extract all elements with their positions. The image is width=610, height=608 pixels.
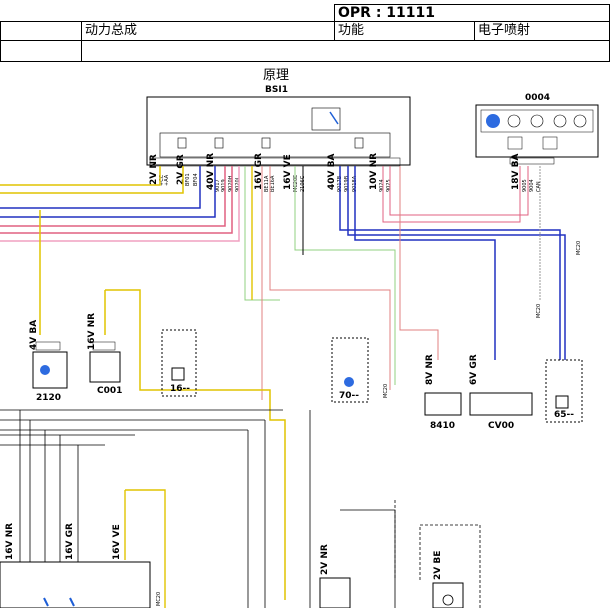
wire-code-17: 9025 <box>386 179 392 192</box>
conn-bsi-3: 40V NR <box>206 153 216 190</box>
svg-text:MC20: MC20 <box>536 304 542 318</box>
svg-text:4V BA: 4V BA <box>29 320 39 350</box>
svg-text:6V GR: 6V GR <box>469 354 479 385</box>
conn-bsi-5: 16V VE <box>283 154 293 190</box>
wire-code-8: 9020L <box>235 176 241 192</box>
component-70: 70-- <box>331 337 369 403</box>
wire-code-16: 9024 <box>379 179 385 192</box>
wire-code-4: BF04 <box>193 173 199 186</box>
svg-text:C001: C001 <box>97 386 122 396</box>
wire-code-11: MC20E <box>293 175 299 192</box>
page-title: 原理 <box>263 68 290 83</box>
wire-code-9: BE11A <box>264 175 270 192</box>
conn-bsi-2: 2V GR <box>176 154 186 185</box>
wire-code-20: CAN <box>536 181 542 192</box>
conn-bsi-4: 16V GR <box>254 153 264 190</box>
conn-bsi-1: 2V NR <box>149 154 159 185</box>
svg-text:8V NR: 8V NR <box>425 354 435 385</box>
component-8410: 8V NR 8410 <box>424 354 462 431</box>
wire-code-6: 9019 <box>221 179 227 192</box>
wire-code-2: +AA <box>164 174 170 186</box>
svg-text:2V BE: 2V BE <box>433 551 443 580</box>
component-c001: 16V NR C001 <box>87 313 122 396</box>
wire-code-14: 9019B <box>344 175 350 192</box>
component-16: 16-- <box>161 329 197 397</box>
svg-text:16V NR: 16V NR <box>87 313 97 350</box>
component-cv00: 6V GR CV00 <box>469 354 533 431</box>
bsi1-module: BSI1 <box>146 85 411 166</box>
c0004-label: 0004 <box>525 93 550 103</box>
svg-text:2V NR: 2V NR <box>320 544 330 575</box>
svg-text:65--: 65-- <box>554 410 574 420</box>
conn-bsi-7: 10V NR <box>369 153 379 190</box>
conn-bsi-6: 40V BA <box>327 154 337 190</box>
wire-code-18: 9005 <box>522 179 528 192</box>
wire-bundle-left <box>0 166 240 242</box>
wire-code-19: 9004 <box>529 179 535 192</box>
svg-text:MC20: MC20 <box>383 384 389 398</box>
component-2120: 4V BA 2120 <box>29 320 68 403</box>
svg-text:8410: 8410 <box>430 421 455 431</box>
wire-code-7: 9020H <box>228 175 234 192</box>
wire-code-3: BF01 <box>185 173 191 186</box>
svg-text:16V GR: 16V GR <box>65 523 75 560</box>
svg-text:16--: 16-- <box>170 384 190 394</box>
wire-code-10: BE16A <box>270 175 276 192</box>
conn-c0004-1: 18V BA <box>511 154 521 190</box>
svg-text:2120: 2120 <box>36 393 61 403</box>
svg-text:70--: 70-- <box>339 391 359 401</box>
header-table: OPR : 11111 动力总成 功能 电子喷射 <box>0 0 610 64</box>
component-65: 65-- <box>545 359 583 423</box>
svg-text:CV00: CV00 <box>488 421 514 431</box>
svg-text:MC20: MC20 <box>576 241 582 255</box>
svg-text:MC20: MC20 <box>156 592 162 606</box>
svg-text:16V NR: 16V NR <box>5 523 15 560</box>
component-0004: 0004 <box>475 93 599 165</box>
bsi1-label: BSI1 <box>265 85 288 95</box>
wire-code-1: +CC <box>159 174 165 186</box>
svg-text:16V VE: 16V VE <box>112 524 122 560</box>
wire-code-5: 9017 <box>215 179 221 192</box>
